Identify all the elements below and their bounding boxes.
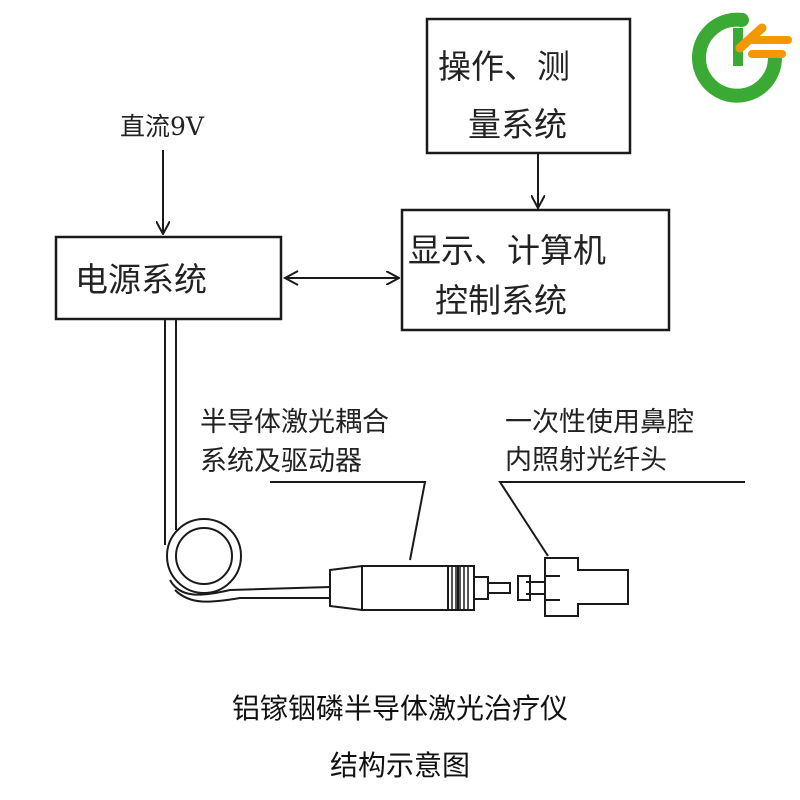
measure-system-label-2: 量系统 [468, 105, 567, 144]
laser-cable-lower [174, 589, 330, 603]
laser-coupling-label-1: 半导体激光耦合 [200, 407, 389, 438]
laser-coupling-label-2: 系统及驱动器 [200, 446, 362, 477]
measure-system-label-1: 操作、测 [438, 47, 570, 86]
power-system-box [54, 235, 283, 321]
logo-icon [692, 12, 792, 103]
power-system-label: 电源系统 [75, 260, 207, 299]
fiber-head-label-2: 内照射光纤头 [505, 445, 667, 476]
cable-coil-inner [175, 527, 233, 585]
fiber-label-leader [498, 481, 745, 557]
laser-module [329, 564, 511, 612]
laser-label-leader [270, 481, 427, 561]
measure-system-box [425, 17, 632, 155]
laser-cable [169, 579, 331, 596]
caption-line-1: 铝镓铟磷半导体激光治疗仪 [232, 692, 568, 725]
display-control-box [400, 208, 671, 332]
dc-input-label: 直流9V [120, 112, 205, 141]
caption-line-2: 结构示意图 [330, 749, 470, 782]
fiber-head-label-1: 一次性使用鼻腔 [505, 407, 694, 438]
display-control-label-2: 控制系统 [435, 281, 567, 320]
cable-coil-outer [166, 518, 242, 594]
fiber-head [517, 557, 629, 617]
display-control-label-1: 显示、计算机 [408, 231, 606, 270]
